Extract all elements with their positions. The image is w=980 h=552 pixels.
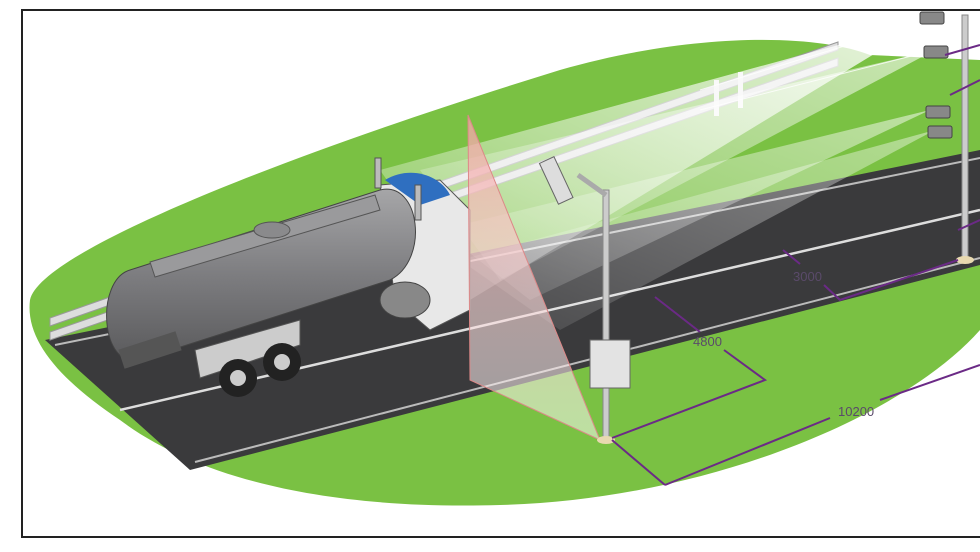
tanker-truck (106, 157, 471, 397)
camera-icon (927, 125, 953, 139)
dimension-label-10200: 10200 (838, 404, 874, 419)
camera-icon (925, 105, 951, 119)
camera-icon (923, 45, 949, 59)
control-cabinet (589, 339, 631, 389)
dimension-label-4800: 4800 (693, 334, 722, 349)
dimension-label-3000: 3000 (793, 269, 822, 284)
camera-icon (919, 11, 945, 25)
dimension-lines (611, 44, 980, 486)
sensor-beams (380, 19, 936, 330)
sensor-pole-near (538, 156, 631, 444)
camera-pole-far (919, 11, 974, 264)
laser-scan-plane (467, 114, 601, 441)
